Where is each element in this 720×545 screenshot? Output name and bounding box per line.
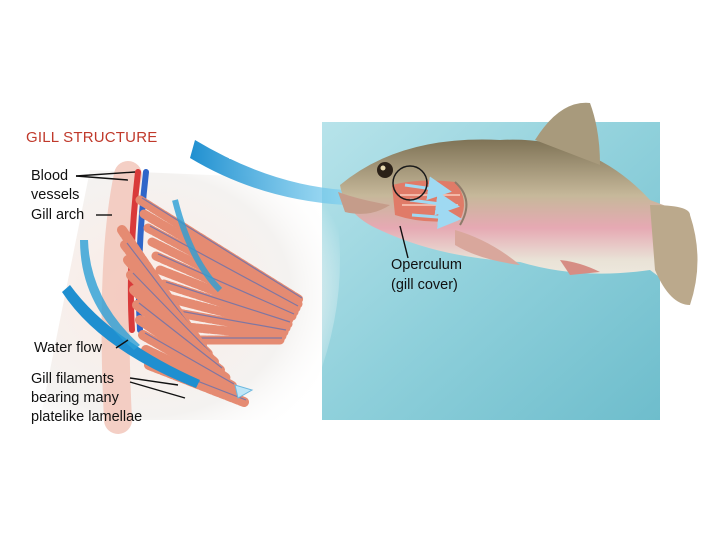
gill-filaments-label-line3: platelike lamellae [31, 409, 143, 425]
blood-vessels-label-line2: vessels [31, 187, 80, 203]
gill-filament [167, 307, 289, 337]
diagram-title: GILL STRUCTURE [26, 129, 158, 146]
filament-vessel [173, 309, 287, 331]
filament-vessel [138, 302, 223, 369]
gill-filament [151, 251, 297, 321]
operculum-label-line2: (gill cover) [391, 277, 458, 293]
gill-filament [139, 209, 303, 309]
leader-lines [75, 171, 409, 399]
gill-arch-label: Gill arch [31, 207, 85, 223]
gill-filament [141, 345, 243, 399]
gill-filaments [117, 195, 305, 407]
water-flow-arrow-mid [80, 240, 140, 350]
gill-filament [135, 315, 231, 383]
gill-filament [163, 293, 291, 333]
water-flow-bottom-label: Water flow [34, 340, 102, 356]
operculum-label-line1: Operculum [391, 257, 462, 273]
gill-filament [143, 223, 301, 313]
gill-filament [155, 265, 295, 325]
water-flow-top-label-line1: Water [200, 125, 240, 142]
filament-vessel [141, 197, 303, 299]
gill-filament [159, 279, 293, 329]
filament-vessel [132, 272, 211, 353]
gill-filaments-label-line1: Gill filaments [31, 371, 114, 387]
gill-filaments-label-line2: bearing many [31, 390, 119, 406]
filament-vessel [144, 332, 235, 385]
blood-vessels-label-line1: Blood [31, 168, 69, 184]
gill-filament [135, 195, 305, 305]
water-flow-top-label-line2: flow [228, 146, 255, 163]
filament-vessel [157, 253, 295, 315]
gill-filament [147, 237, 299, 317]
exit-flow-arrow [234, 384, 254, 399]
filament-vessel [165, 281, 291, 323]
water-flow-arrow-upper [172, 199, 223, 293]
water-flow-arrow-top [190, 140, 345, 205]
gill-flow-arrows [404, 176, 462, 230]
water-flow-arrow-bottom [62, 285, 200, 388]
filament-vessel [149, 225, 299, 307]
magnify-circle [392, 165, 428, 201]
gill-filament [138, 330, 237, 391]
